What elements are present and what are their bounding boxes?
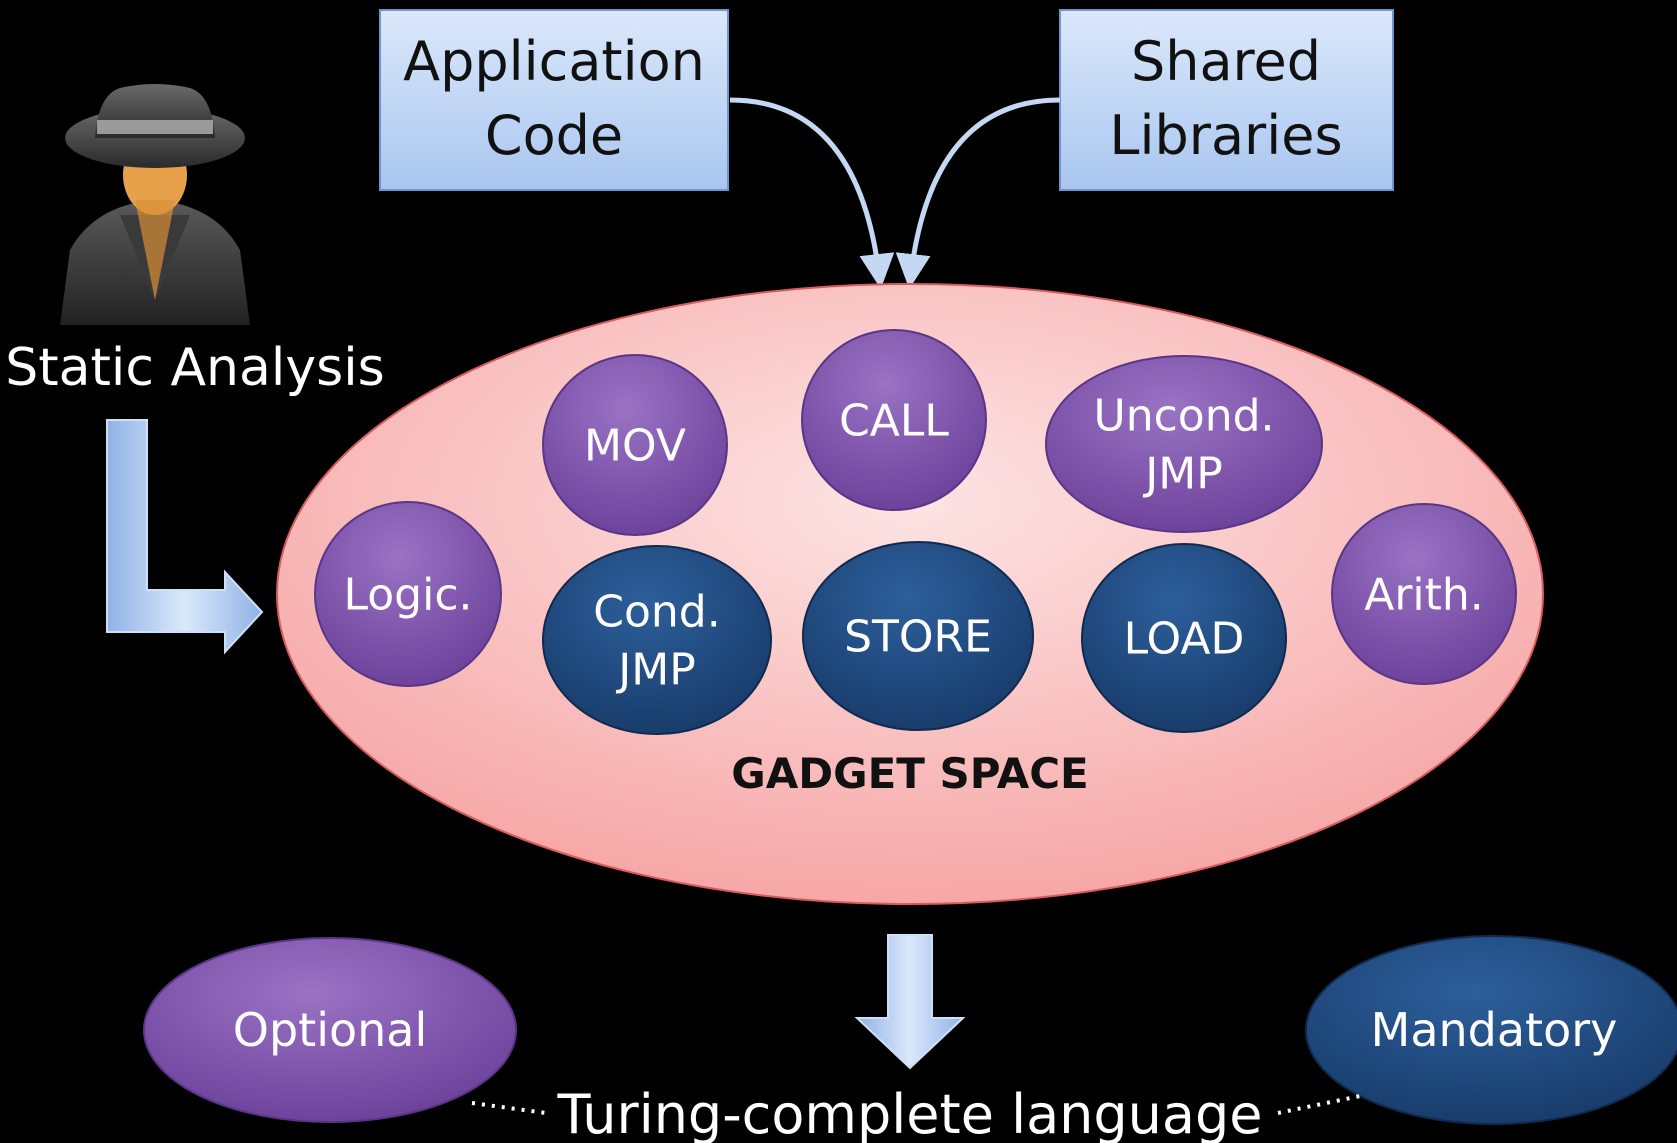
box-text-line: Code	[485, 104, 623, 167]
svg-text:STORE: STORE	[844, 611, 992, 662]
gadget-load: LOAD	[1081, 543, 1287, 733]
box-text-line: Shared	[1131, 30, 1321, 93]
shared-libs-connector	[895, 97, 1061, 289]
svg-text:Logic.: Logic.	[344, 569, 473, 620]
mandatory-dotted-line	[1277, 1094, 1361, 1115]
text-line: JMP	[615, 644, 695, 695]
text-line: MOV	[584, 420, 686, 471]
turing-complete-label: Turing-complete language	[556, 1083, 1262, 1143]
text-line: Cond.	[593, 586, 720, 637]
svg-text:MOV: MOV	[584, 420, 686, 471]
svg-text:Cond.JMP: Cond. JMP	[593, 586, 720, 695]
down-arrow	[854, 934, 966, 1070]
gadget-space-title: GADGET SPACE	[731, 749, 1088, 798]
svg-text:Mandatory: Mandatory	[1371, 1003, 1618, 1057]
svg-text:Uncond.JMP: Uncond. JMP	[1093, 390, 1274, 499]
gadget-logic: Logic.	[314, 501, 502, 687]
app-code-connector	[729, 97, 895, 289]
box-text-line: Libraries	[1109, 104, 1342, 167]
gadget-mov: MOV	[542, 354, 728, 536]
text-line: Uncond.	[1093, 390, 1274, 441]
box-text-line: Application	[403, 30, 705, 93]
legend-mandatory: Mandatory	[1305, 935, 1677, 1125]
static-analysis-arrow	[106, 419, 264, 655]
spy-icon	[60, 84, 250, 325]
gadget-cond-jmp: Cond. JMP	[542, 545, 772, 735]
gadget-arith: Arith.	[1331, 503, 1517, 685]
legend-optional: Optional	[143, 937, 517, 1123]
text-line: CALL	[839, 395, 949, 446]
gadget-store: STORE	[802, 541, 1034, 731]
optional-dotted-line	[471, 1101, 547, 1115]
svg-text:Arith.: Arith.	[1364, 569, 1484, 620]
svg-text:Optional: Optional	[233, 1003, 428, 1057]
static-analysis-label: Static Analysis	[5, 338, 384, 398]
text-line: Arith.	[1364, 569, 1484, 620]
svg-text:CALL: CALL	[839, 395, 949, 446]
gadget-uncond-jmp: Uncond. JMP	[1045, 355, 1323, 533]
text-line: LOAD	[1124, 613, 1245, 664]
text-line: STORE	[844, 611, 992, 662]
text-line: JMP	[1142, 448, 1222, 499]
gadget-call: CALL	[801, 329, 987, 511]
text-line: Logic.	[344, 569, 473, 620]
svg-text:LOAD: LOAD	[1124, 613, 1245, 664]
